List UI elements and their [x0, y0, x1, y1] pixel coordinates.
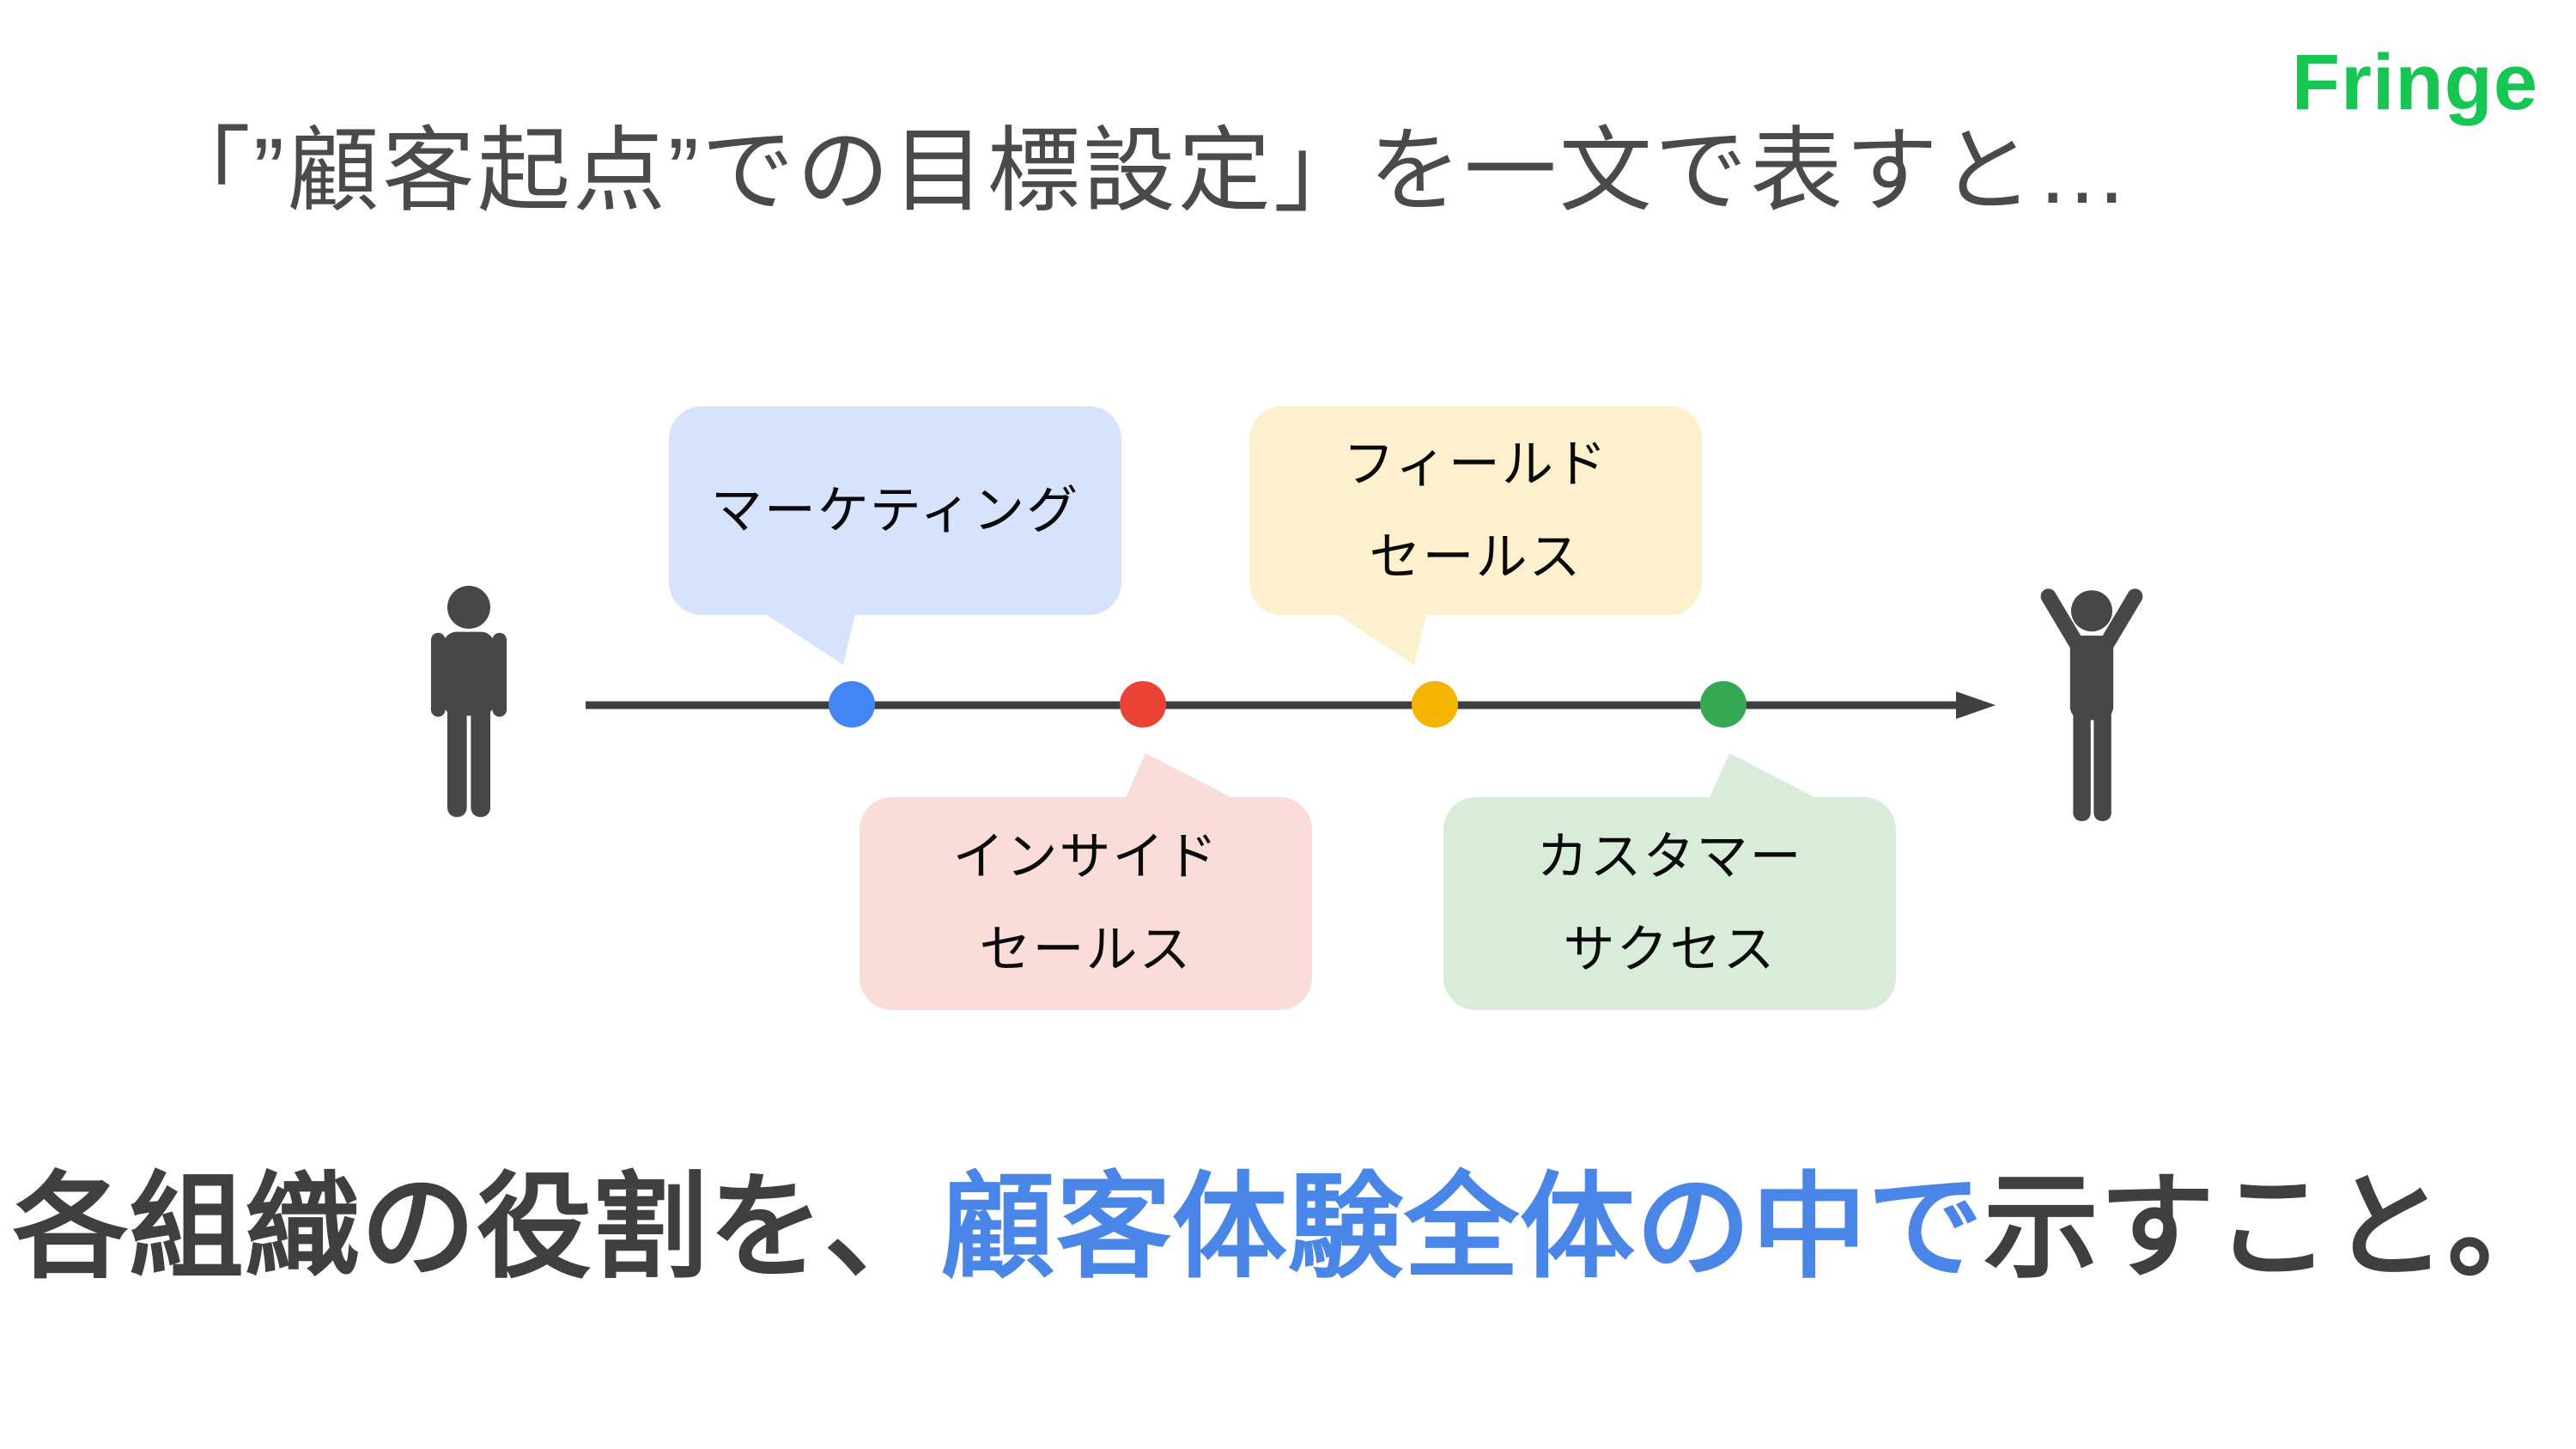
bubble-tail-customer-success: [1709, 753, 1820, 800]
slide-title: 「”顧客起点”での目標設定」を一文で表すと…: [158, 119, 2131, 222]
bubble-inside-sales-label-line1: インサイド: [952, 828, 1219, 886]
bubble-tail-inside-sales: [1125, 753, 1236, 800]
fringe-logo: Fringe: [2291, 39, 2538, 126]
customer-success-icon: [2033, 584, 2150, 821]
conclusion-sentence: 各組織の役割を、顧客体験全体の中で示すこと。: [0, 1160, 2576, 1298]
bubble-tail-field-sales: [1330, 610, 1429, 665]
bubble-field-sales-label-line1: フィールド: [1343, 435, 1608, 493]
bubble-tail-marketing: [759, 610, 858, 665]
bubble-customer-success-label-line2: サクセス: [1563, 921, 1777, 978]
bubble-inside-sales: インサイド セールス: [860, 797, 1312, 1010]
bubble-customer-success-label-line1: カスタマー: [1536, 828, 1803, 886]
stage-dot-customer-success: [1700, 681, 1747, 728]
timeline-arrow: [575, 683, 2009, 728]
stage-dot-marketing: [829, 681, 875, 728]
bubble-field-sales-label-line2: セールス: [1369, 527, 1583, 586]
customer-start-icon: [417, 586, 520, 821]
bubble-marketing: マーケティング: [669, 406, 1121, 615]
stage-dot-field-sales: [1412, 681, 1458, 728]
conclusion-highlight: 顧客体験全体の中で: [939, 1164, 1984, 1292]
bubble-inside-sales-label-line2: セールス: [979, 921, 1193, 978]
conclusion-prefix: 各組織の役割を、: [12, 1164, 940, 1292]
stage-dot-inside-sales: [1120, 681, 1166, 728]
conclusion-suffix: 示すこと。: [1984, 1164, 2564, 1292]
bubble-marketing-label: マーケティング: [710, 481, 1080, 539]
bubble-customer-success: カスタマー サクセス: [1443, 797, 1896, 1010]
bubble-field-sales: フィールド セールス: [1249, 406, 1702, 615]
